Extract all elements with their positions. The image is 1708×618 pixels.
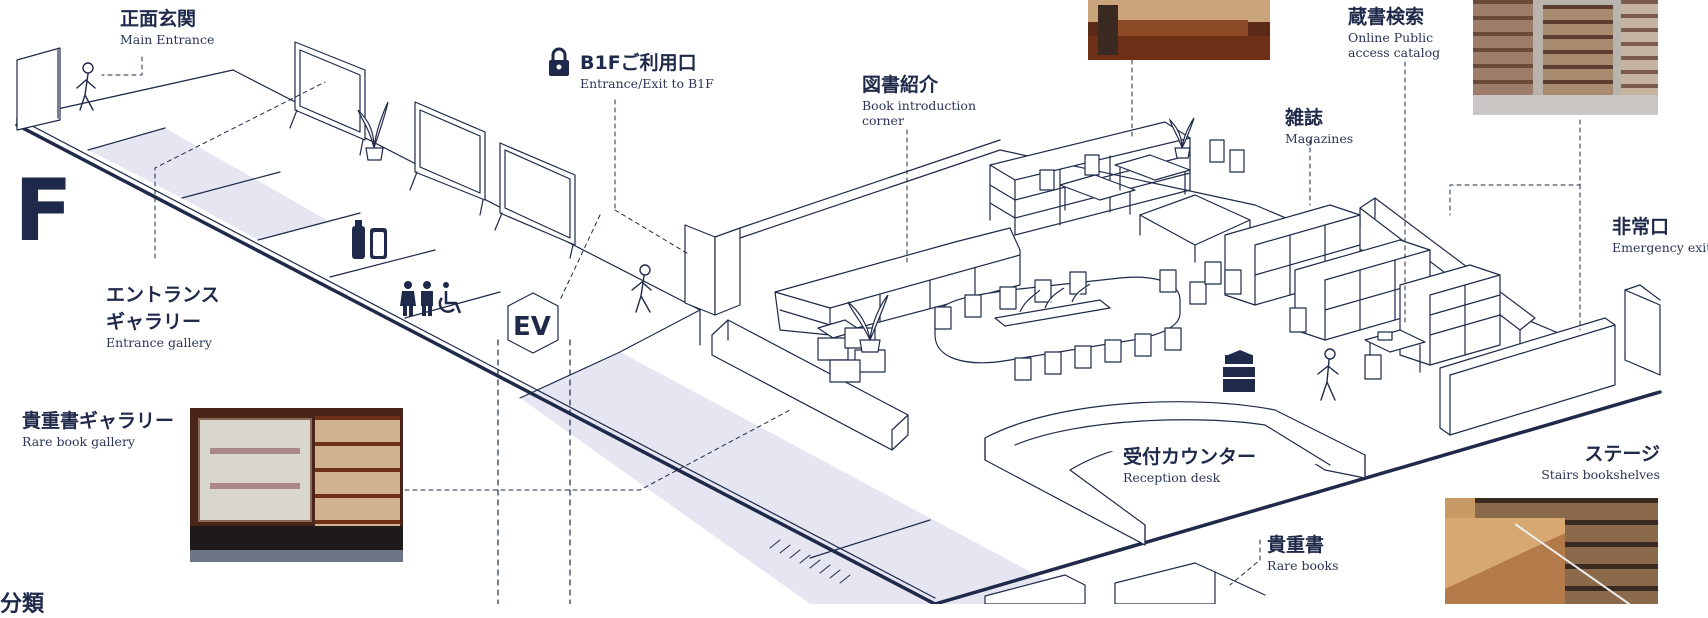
magazines-jp: 雑誌	[1285, 107, 1324, 129]
opac-en2: access catalog	[1348, 44, 1441, 60]
reception-en: Reception desk	[1123, 469, 1221, 485]
photo-bookshelves	[1473, 0, 1658, 115]
emergency-exit-door	[1624, 284, 1661, 376]
main-entrance-jp: 正面玄関	[120, 8, 197, 30]
stage-en: Stairs bookshelves	[1541, 466, 1660, 482]
lock-icon	[549, 47, 569, 76]
book-intro-shelves	[774, 227, 1021, 336]
b1f-entry-walls	[684, 139, 1001, 316]
fire-extinguisher-icon	[352, 220, 387, 259]
rare-books-en: Rare books	[1267, 557, 1339, 573]
copier-icon	[1223, 350, 1255, 392]
entrance-gallery-jp2: ギャラリー	[106, 310, 202, 333]
label-opac: 蔵書検索 Online Public access catalog	[1348, 6, 1440, 60]
rare-books-jp: 貴重書	[1267, 534, 1325, 556]
label-b1f-entrance: B1Fご利用口 Entrance/Exit to B1F	[580, 52, 714, 91]
restroom-icon	[400, 281, 433, 316]
partition-wall	[711, 319, 909, 451]
floor-letter: F	[14, 161, 73, 261]
photo-rare-book-gallery	[190, 408, 403, 562]
reading-tables	[1039, 139, 1245, 215]
label-book-intro: 図書紹介 Book introduction corner	[862, 74, 976, 128]
emergency-exit-jp: 非常口	[1612, 216, 1670, 238]
opac-en1: Online Public	[1348, 29, 1434, 45]
label-magazines: 雑誌 Magazines	[1285, 107, 1353, 146]
main-entrance-en: Main Entrance	[120, 31, 215, 47]
book-intro-en2: corner	[862, 112, 904, 128]
rare-book-shelves	[984, 562, 1266, 604]
stage-jp: ステージ	[1584, 443, 1660, 465]
photo-reading-room	[1088, 0, 1270, 60]
photo-stairs-bookshelves	[1445, 498, 1658, 604]
book-intro-jp: 図書紹介	[862, 74, 939, 96]
rare-book-gallery-en: Rare book gallery	[22, 433, 135, 449]
book-intro-en1: Book introduction	[862, 97, 977, 113]
label-rare-books: 貴重書 Rare books	[1267, 534, 1339, 573]
label-reception: 受付カウンター Reception desk	[1123, 446, 1256, 485]
oval-chairs	[934, 261, 1222, 381]
entrance-gallery-jp1: エントランス	[106, 284, 220, 306]
leader-lines	[101, 56, 1581, 586]
elevator-guides	[497, 339, 571, 604]
elevator-label: EV	[513, 312, 551, 342]
main-entrance-door	[16, 47, 61, 131]
label-bottom-partial: 分類	[0, 592, 44, 618]
label-rare-book-gallery: 貴重書ギャラリー Rare book gallery	[22, 410, 174, 449]
lounge-chairs	[817, 319, 886, 383]
label-stage: ステージ Stairs bookshelves	[1540, 443, 1660, 482]
gallery-panels	[289, 41, 576, 259]
reception-counter	[984, 401, 1366, 546]
bottom-partial-jp: 分類	[0, 592, 45, 617]
label-entrance-gallery: エントランス ギャラリー Entrance gallery	[106, 284, 220, 350]
b1f-entrance-en: Entrance/Exit to B1F	[580, 75, 714, 91]
emergency-exit-en: Emergency exit	[1612, 239, 1708, 255]
reception-jp: 受付カウンター	[1123, 446, 1257, 468]
isometric-floor-plan	[15, 41, 1662, 604]
opac-desk	[1364, 329, 1426, 380]
magazine-shelves	[1224, 204, 1501, 366]
right-low-wall	[1439, 317, 1616, 436]
oval-table	[934, 276, 1181, 364]
entrance-gallery-en: Entrance gallery	[106, 334, 212, 350]
floor-hatch	[769, 539, 851, 584]
plant-icon	[357, 101, 1195, 353]
b1f-entrance-jp: B1Fご利用口	[580, 52, 697, 74]
person-walking-icon	[76, 62, 1339, 401]
elevator-shaft	[507, 292, 559, 354]
opac-jp: 蔵書検索	[1348, 6, 1425, 28]
wheelchair-icon	[438, 282, 462, 314]
rare-book-gallery-jp: 貴重書ギャラリー	[22, 410, 175, 432]
label-main-entrance: 正面玄関 Main Entrance	[120, 8, 214, 47]
magazines-en: Magazines	[1285, 130, 1354, 146]
corridor-floor	[88, 128, 1060, 604]
label-emergency-exit: 非常口 Emergency exit	[1612, 216, 1708, 255]
